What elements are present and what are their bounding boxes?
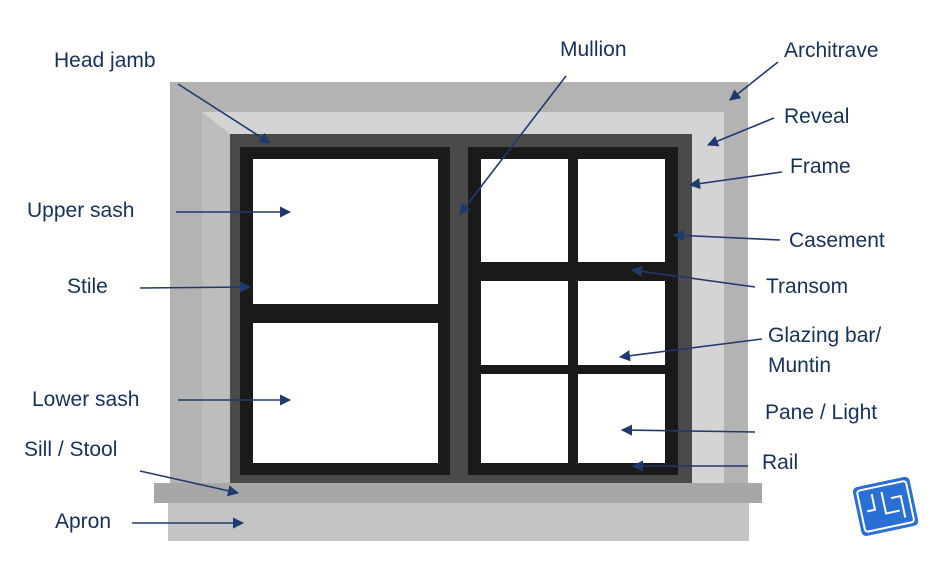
label-stile: Stile	[67, 275, 108, 298]
label-reveal: Reveal	[784, 105, 850, 128]
label-pane-light: Pane / Light	[765, 401, 878, 424]
label-sill-stool: Sill / Stool	[24, 438, 118, 461]
pointer-casement	[672, 229, 781, 242]
pointer-sill	[139, 470, 240, 497]
pane-top-left	[481, 159, 568, 262]
label-casement: Casement	[789, 229, 885, 252]
pointer-glazing-bar	[618, 338, 763, 362]
pointer-lines	[132, 61, 783, 529]
label-upper-sash: Upper sash	[27, 199, 135, 222]
label-transom: Transom	[766, 275, 849, 298]
reveal-shadow-left	[202, 112, 230, 484]
pane-top-right	[578, 159, 665, 262]
sill-stool	[154, 483, 762, 503]
pointer-reveal	[706, 117, 775, 147]
pointer-mullion	[459, 75, 567, 215]
pointer-architrave	[729, 61, 779, 101]
label-glazing-bar-line1: Glazing bar/	[768, 324, 882, 347]
lower-sash-glass	[253, 323, 438, 463]
label-glazing-bar-line2: Muntin	[768, 354, 832, 377]
label-mullion: Mullion	[560, 38, 627, 61]
pointer-stile	[139, 281, 252, 293]
pointer-transom	[630, 265, 756, 288]
label-apron: Apron	[55, 510, 112, 533]
blueprint-icon	[852, 476, 919, 536]
pane-bottom-right	[578, 374, 665, 463]
pointer-head-jamb	[177, 83, 271, 144]
pane-bottom-left	[481, 374, 568, 463]
pointer-pane	[620, 424, 756, 436]
label-rail: Rail	[762, 451, 799, 474]
label-glazing-bar: Glazing bar/ Muntin	[768, 321, 881, 381]
apron	[168, 503, 749, 541]
upper-sash-glass	[253, 159, 438, 304]
label-frame: Frame	[790, 155, 851, 178]
pane-mid-left	[481, 281, 568, 365]
label-head-jamb: Head jamb	[54, 49, 156, 72]
pointer-frame	[688, 171, 783, 190]
label-lower-sash: Lower sash	[32, 388, 140, 411]
label-architrave: Architrave	[784, 39, 879, 62]
